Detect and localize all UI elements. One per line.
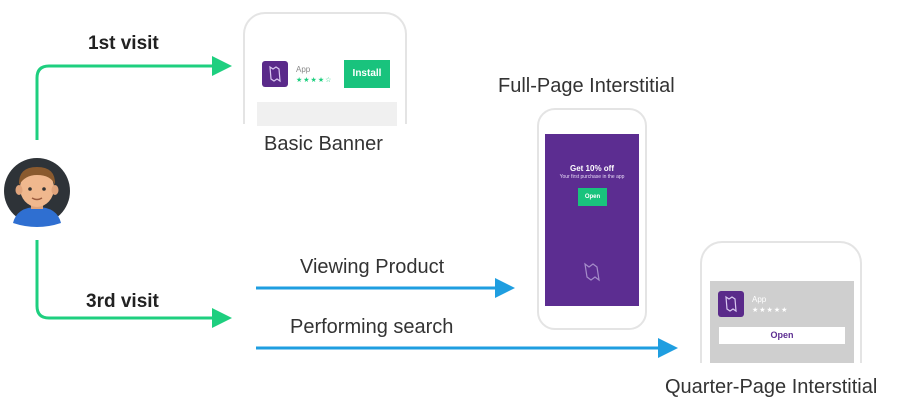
receipt-icon xyxy=(584,262,600,282)
quarter-app-name: App xyxy=(752,295,767,304)
receipt-icon xyxy=(269,65,281,83)
banner-app-icon xyxy=(262,61,288,87)
viewing-product-label: Viewing Product xyxy=(300,256,445,278)
quarter-stars: ★★★★★ xyxy=(752,307,789,314)
interstitial-open-button[interactable]: Open xyxy=(578,188,607,206)
banner-stars: ★★★★☆ xyxy=(296,77,333,84)
first-visit-label: 1st visit xyxy=(88,33,159,54)
avatar xyxy=(3,155,71,227)
install-button[interactable]: Install xyxy=(344,60,390,88)
third-visit-arrow xyxy=(35,240,215,320)
interstitial-headline: Get 10% off xyxy=(569,164,614,173)
third-visit-arrowhead xyxy=(212,308,232,328)
quarter-page-phone: App ★★★★★ Open xyxy=(700,241,862,363)
first-visit-arrowhead xyxy=(212,56,232,76)
interstitial-subline: Your first purchase in the app xyxy=(559,174,625,180)
full-page-interstitial-label: Full-Page Interstitial xyxy=(498,75,675,97)
performing-search-arrowhead xyxy=(658,338,678,358)
third-visit-label: 3rd visit xyxy=(86,291,159,312)
first-visit-arrow xyxy=(35,64,215,140)
basic-banner-label: Basic Banner xyxy=(264,133,383,155)
quarter-page-interstitial-label: Quarter-Page Interstitial xyxy=(665,376,878,398)
interstitial-screen: Get 10% off Your first purchase in the a… xyxy=(545,134,639,306)
quarter-open-button[interactable]: Open xyxy=(719,327,845,344)
receipt-icon xyxy=(725,295,737,313)
phone-screen-gray xyxy=(257,102,397,126)
performing-search-label: Performing search xyxy=(290,316,454,338)
quarter-screen: App ★★★★★ Open xyxy=(710,281,854,363)
quarter-app-icon xyxy=(718,291,744,317)
full-page-phone: Get 10% off Your first purchase in the a… xyxy=(537,108,647,330)
viewing-product-arrowhead xyxy=(495,278,515,298)
banner-app-name: App xyxy=(296,65,311,74)
basic-banner-phone: App ★★★★☆ Install xyxy=(243,12,407,126)
